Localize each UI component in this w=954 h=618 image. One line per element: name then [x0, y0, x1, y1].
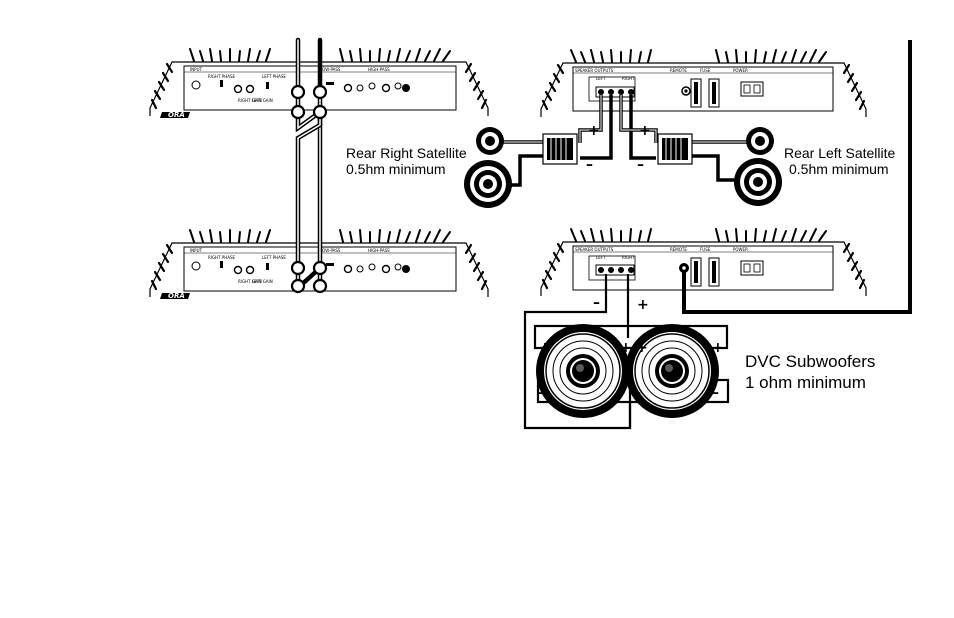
- amplifier-bottom-left: INPUT RIGHT PHASE LEFT PHASE RIGHT GAIN …: [148, 228, 490, 301]
- tweeter-left: [746, 127, 774, 155]
- plus-marker: +: [588, 123, 600, 139]
- amp-lowpass-label: LOW-PASS: [320, 67, 341, 72]
- amp-fuse-label: FUSE: [700, 68, 711, 73]
- amplifier-bottom-right: SPEAKER OUTPUTS LEFT RIGHT REMOTE FUSE P…: [539, 227, 868, 298]
- dvc-subwoofers-spec: 1 ohm minimum: [745, 373, 866, 392]
- plus-marker: +: [539, 340, 551, 356]
- amp-left-phase-label: LEFT PHASE: [262, 74, 286, 79]
- amp-brand-logo: ORA: [168, 111, 185, 119]
- rear-right-satellite-spec: 0.5hm minimum: [346, 161, 446, 177]
- amp-remote-label: REMOTE: [670, 68, 687, 73]
- amp-power-label: POWER: [733, 247, 748, 252]
- amp-left-phase-label: LEFT PHASE: [262, 255, 286, 260]
- amp-left-label: LEFT: [596, 76, 606, 81]
- minus-marker: –: [538, 385, 545, 401]
- rear-right-satellite-title: Rear Right Satellite: [346, 145, 467, 161]
- amp-remote-label: REMOTE: [670, 247, 687, 252]
- amp-speaker-outputs-label: SPEAKER OUTPUTS: [575, 68, 614, 73]
- amp-highpass-label: HIGH-PASS: [368, 248, 390, 253]
- amplifier-top-left: INPUT RIGHT PHASE LEFT PHASE RIGHT GAIN …: [148, 47, 490, 120]
- amp-right-label: RIGHT: [622, 76, 635, 81]
- speaker-output-terminals-top: [595, 86, 691, 98]
- amplifier-top-right: SPEAKER OUTPUTS LEFT RIGHT REMOTE FUSE P…: [539, 48, 868, 119]
- minus-marker: –: [586, 157, 593, 173]
- plus-marker: +: [712, 340, 724, 356]
- woofer-right: [464, 160, 512, 208]
- amp-right-phase-label: RIGHT PHASE: [208, 74, 235, 79]
- rear-left-satellite-spec: 0.5hm minimum: [789, 161, 889, 177]
- amp-right-gain-label: RIGHT GAIN: [238, 98, 262, 103]
- amp-fuse-label: FUSE: [700, 247, 711, 252]
- tweeter-right: [476, 127, 504, 155]
- amp-left-gain-label: LEFT GAIN: [252, 98, 273, 103]
- minus-marker: –: [637, 157, 644, 173]
- amp-lowpass-label: LOW-PASS: [320, 248, 341, 253]
- crossover-left: [657, 133, 693, 165]
- speaker-output-terminals-bottom: [595, 263, 689, 276]
- minus-marker: –: [593, 295, 600, 311]
- amp-right-label: RIGHT: [622, 255, 635, 260]
- amp-brand-logo: ORA: [168, 292, 185, 300]
- remote-wire: [682, 40, 912, 314]
- amp-left-label: LEFT: [596, 255, 606, 260]
- crossover-right: [542, 133, 578, 165]
- plus-marker: +: [637, 297, 649, 313]
- amp-right-phase-label: RIGHT PHASE: [208, 255, 235, 260]
- satellite-wiring-inner: [500, 95, 747, 143]
- plus-marker: +: [639, 123, 651, 139]
- minus-marker: –: [634, 385, 641, 401]
- rca-terminals: [290, 84, 328, 294]
- amp-input-label: INPUT: [190, 248, 203, 253]
- amp-speaker-outputs-label: SPEAKER OUTPUTS: [575, 247, 614, 252]
- plus-marker: +: [620, 340, 632, 356]
- amp-input-label: INPUT: [190, 67, 203, 72]
- subwoofer-right: [624, 323, 720, 419]
- dvc-subwoofers-title: DVC Subwoofers: [745, 352, 876, 371]
- subwoofer-left: [535, 323, 631, 419]
- amp-left-gain-label: LEFT GAIN: [252, 279, 273, 284]
- amp-highpass-label: HIGH-PASS: [368, 67, 390, 72]
- rear-left-satellite-title: Rear Left Satellite: [784, 145, 896, 161]
- woofer-left: [734, 158, 782, 206]
- amp-power-label: POWER: [733, 68, 748, 73]
- minus-marker: –: [618, 385, 625, 401]
- plus-marker: +: [636, 340, 648, 356]
- minus-marker: –: [712, 385, 719, 401]
- amp-right-gain-label: RIGHT GAIN: [238, 279, 262, 284]
